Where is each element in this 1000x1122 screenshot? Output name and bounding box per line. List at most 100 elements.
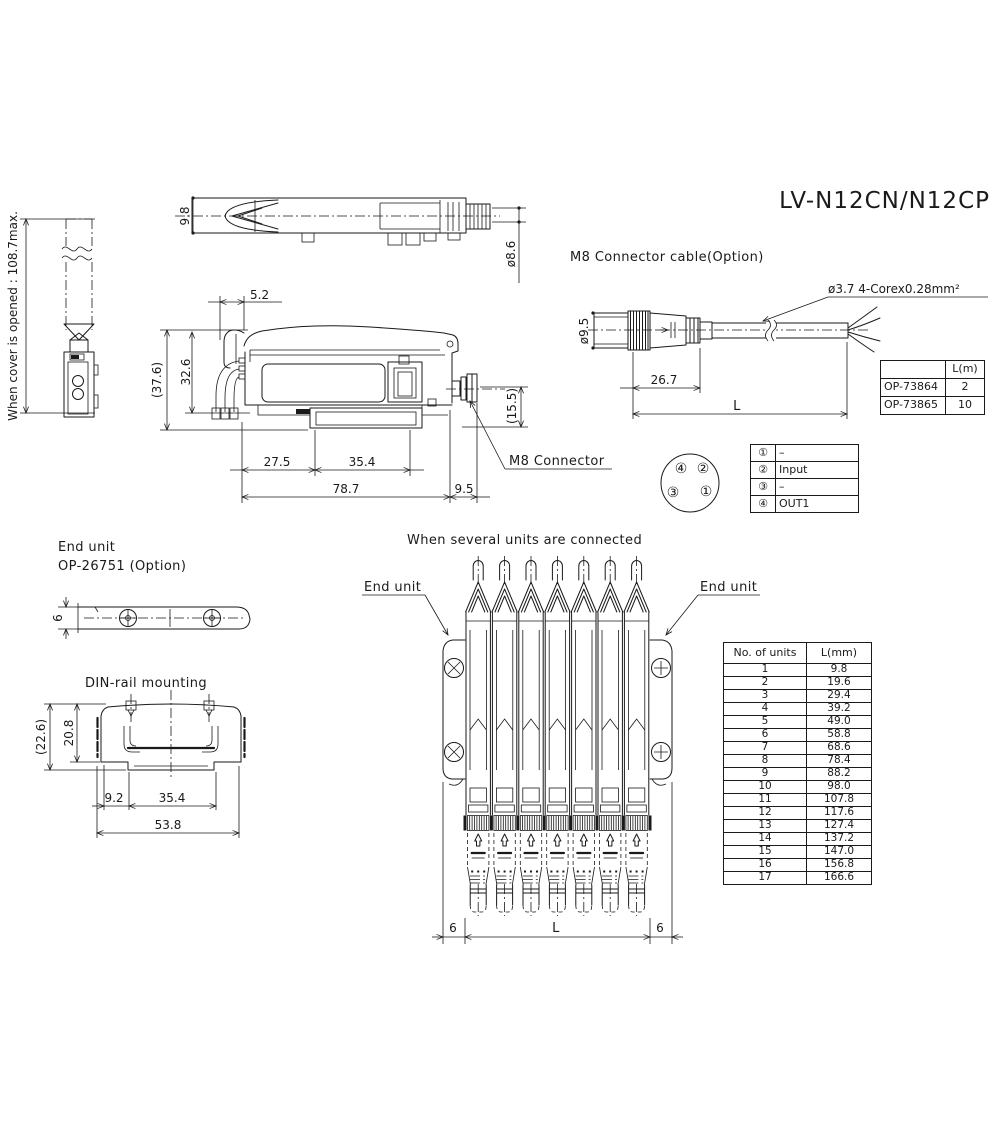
table-cell: OP-73865 <box>880 396 946 415</box>
table-cell: ② <box>750 461 776 479</box>
dim-main-height-inner: 32.6 <box>179 330 250 415</box>
table-cell: 107.8 <box>806 793 872 807</box>
table-cell: 10 <box>945 396 985 415</box>
table-cell: 3 <box>723 689 807 703</box>
top-view: 9.8 ø8.6 <box>175 196 526 283</box>
svg-text:End unit: End unit <box>364 580 421 595</box>
svg-text:32.6: 32.6 <box>179 359 193 386</box>
table-cell: 156.8 <box>806 858 872 872</box>
dim-cover-opened: When cover is opened : 108.7max. <box>6 211 20 421</box>
table-cell: 117.6 <box>806 806 872 820</box>
end-unit-title: End unit <box>58 540 115 555</box>
cable-spec-callout: ø3.7 4-Corex0.28mm² <box>761 282 988 322</box>
table-header-cell: No. of units <box>723 642 807 664</box>
svg-text:26.7: 26.7 <box>651 373 678 387</box>
svg-text:9.8: 9.8 <box>178 206 192 225</box>
table-cell: 17 <box>723 871 807 885</box>
m8-connector-callout: M8 Connector <box>469 400 612 470</box>
table-cell: OP-73864 <box>880 378 946 397</box>
table-cell: 8 <box>723 754 807 768</box>
table-row: ③– <box>750 478 859 496</box>
m8-cable-label: M8 Connector cable(Option) <box>570 250 764 265</box>
table-cell: 49.0 <box>806 715 872 729</box>
table-cell: 127.4 <box>806 819 872 833</box>
svg-text:9.2: 9.2 <box>104 791 123 805</box>
dim-main-widths: 27.5 35.4 78.7 9.5 <box>230 403 490 503</box>
table-cell: 88.2 <box>806 767 872 781</box>
dim-end-unit-thickness: 6 <box>51 597 80 639</box>
table-cell: 2 <box>723 676 807 690</box>
table-cell: 29.4 <box>806 689 872 703</box>
table-cell: 10 <box>723 780 807 794</box>
svg-text:M8 Connector: M8 Connector <box>509 454 605 469</box>
table-cell: 15 <box>723 845 807 859</box>
svg-text:35.4: 35.4 <box>349 455 376 469</box>
table-cell: 4 <box>723 702 807 716</box>
table-cell: – <box>775 478 859 496</box>
svg-text:(22.6): (22.6) <box>34 719 48 755</box>
table-row: ①– <box>750 444 859 462</box>
dim-cable-connector-len: 26.7 <box>620 348 702 393</box>
table-header-cell: L(mm) <box>806 642 872 664</box>
table-cell: 68.6 <box>806 741 872 755</box>
table-cell: 14 <box>723 832 807 846</box>
dim-main-top: 5.2 <box>208 288 282 340</box>
pin-2: ② <box>697 461 710 477</box>
end-unit-right-callout: End unit <box>665 580 760 636</box>
table-header-row: No. of units L(mm) <box>723 642 872 664</box>
dim-din-inner: 20.8 <box>62 702 100 764</box>
table-cell: Input <box>775 461 859 479</box>
din-rail-view: DIN-rail mounting (22.6) 20.8 9.2 3 <box>34 676 246 838</box>
pin-4: ④ <box>675 461 688 477</box>
table-cell: 9.8 <box>806 663 872 677</box>
table-cell: 6 <box>723 728 807 742</box>
table-cell: 166.6 <box>806 871 872 885</box>
several-units-title: When several units are connected <box>407 533 642 548</box>
pin-1: ① <box>700 484 713 500</box>
table-cell: 58.8 <box>806 728 872 742</box>
svg-text:6: 6 <box>449 921 457 935</box>
table-cell: ① <box>750 444 776 462</box>
table-cell: ③ <box>750 478 776 496</box>
pin-layout-diagram: ④ ② ③ ① <box>660 453 720 513</box>
svg-text:(37.6): (37.6) <box>150 362 164 398</box>
svg-text:L: L <box>552 921 560 936</box>
svg-text:(15.5): (15.5) <box>505 388 519 424</box>
table-cell: 147.0 <box>806 845 872 859</box>
table-header-cell: L(m) <box>945 360 985 379</box>
table-cell: 2 <box>945 378 985 397</box>
table-cell: 137.2 <box>806 832 872 846</box>
page-title: LV-N12CN/N12CP <box>779 188 990 214</box>
svg-text:20.8: 20.8 <box>62 720 76 747</box>
table-cell: OUT1 <box>775 495 859 513</box>
svg-text:6: 6 <box>656 921 664 935</box>
m8-cable-drawing: ø9.5 ø3.7 4-Corex0.28mm² 26.7 L <box>577 282 988 419</box>
svg-text:5.2: 5.2 <box>250 288 269 302</box>
table-cell: 12 <box>723 806 807 820</box>
end-unit-view: End unit OP-26751 (Option) 6 <box>51 540 251 639</box>
pin-3: ③ <box>667 485 680 501</box>
dim-multi-bottom: 6 L 6 <box>432 782 683 944</box>
dim-din-outer: (22.6) <box>34 702 126 772</box>
svg-text:35.4: 35.4 <box>159 791 186 805</box>
